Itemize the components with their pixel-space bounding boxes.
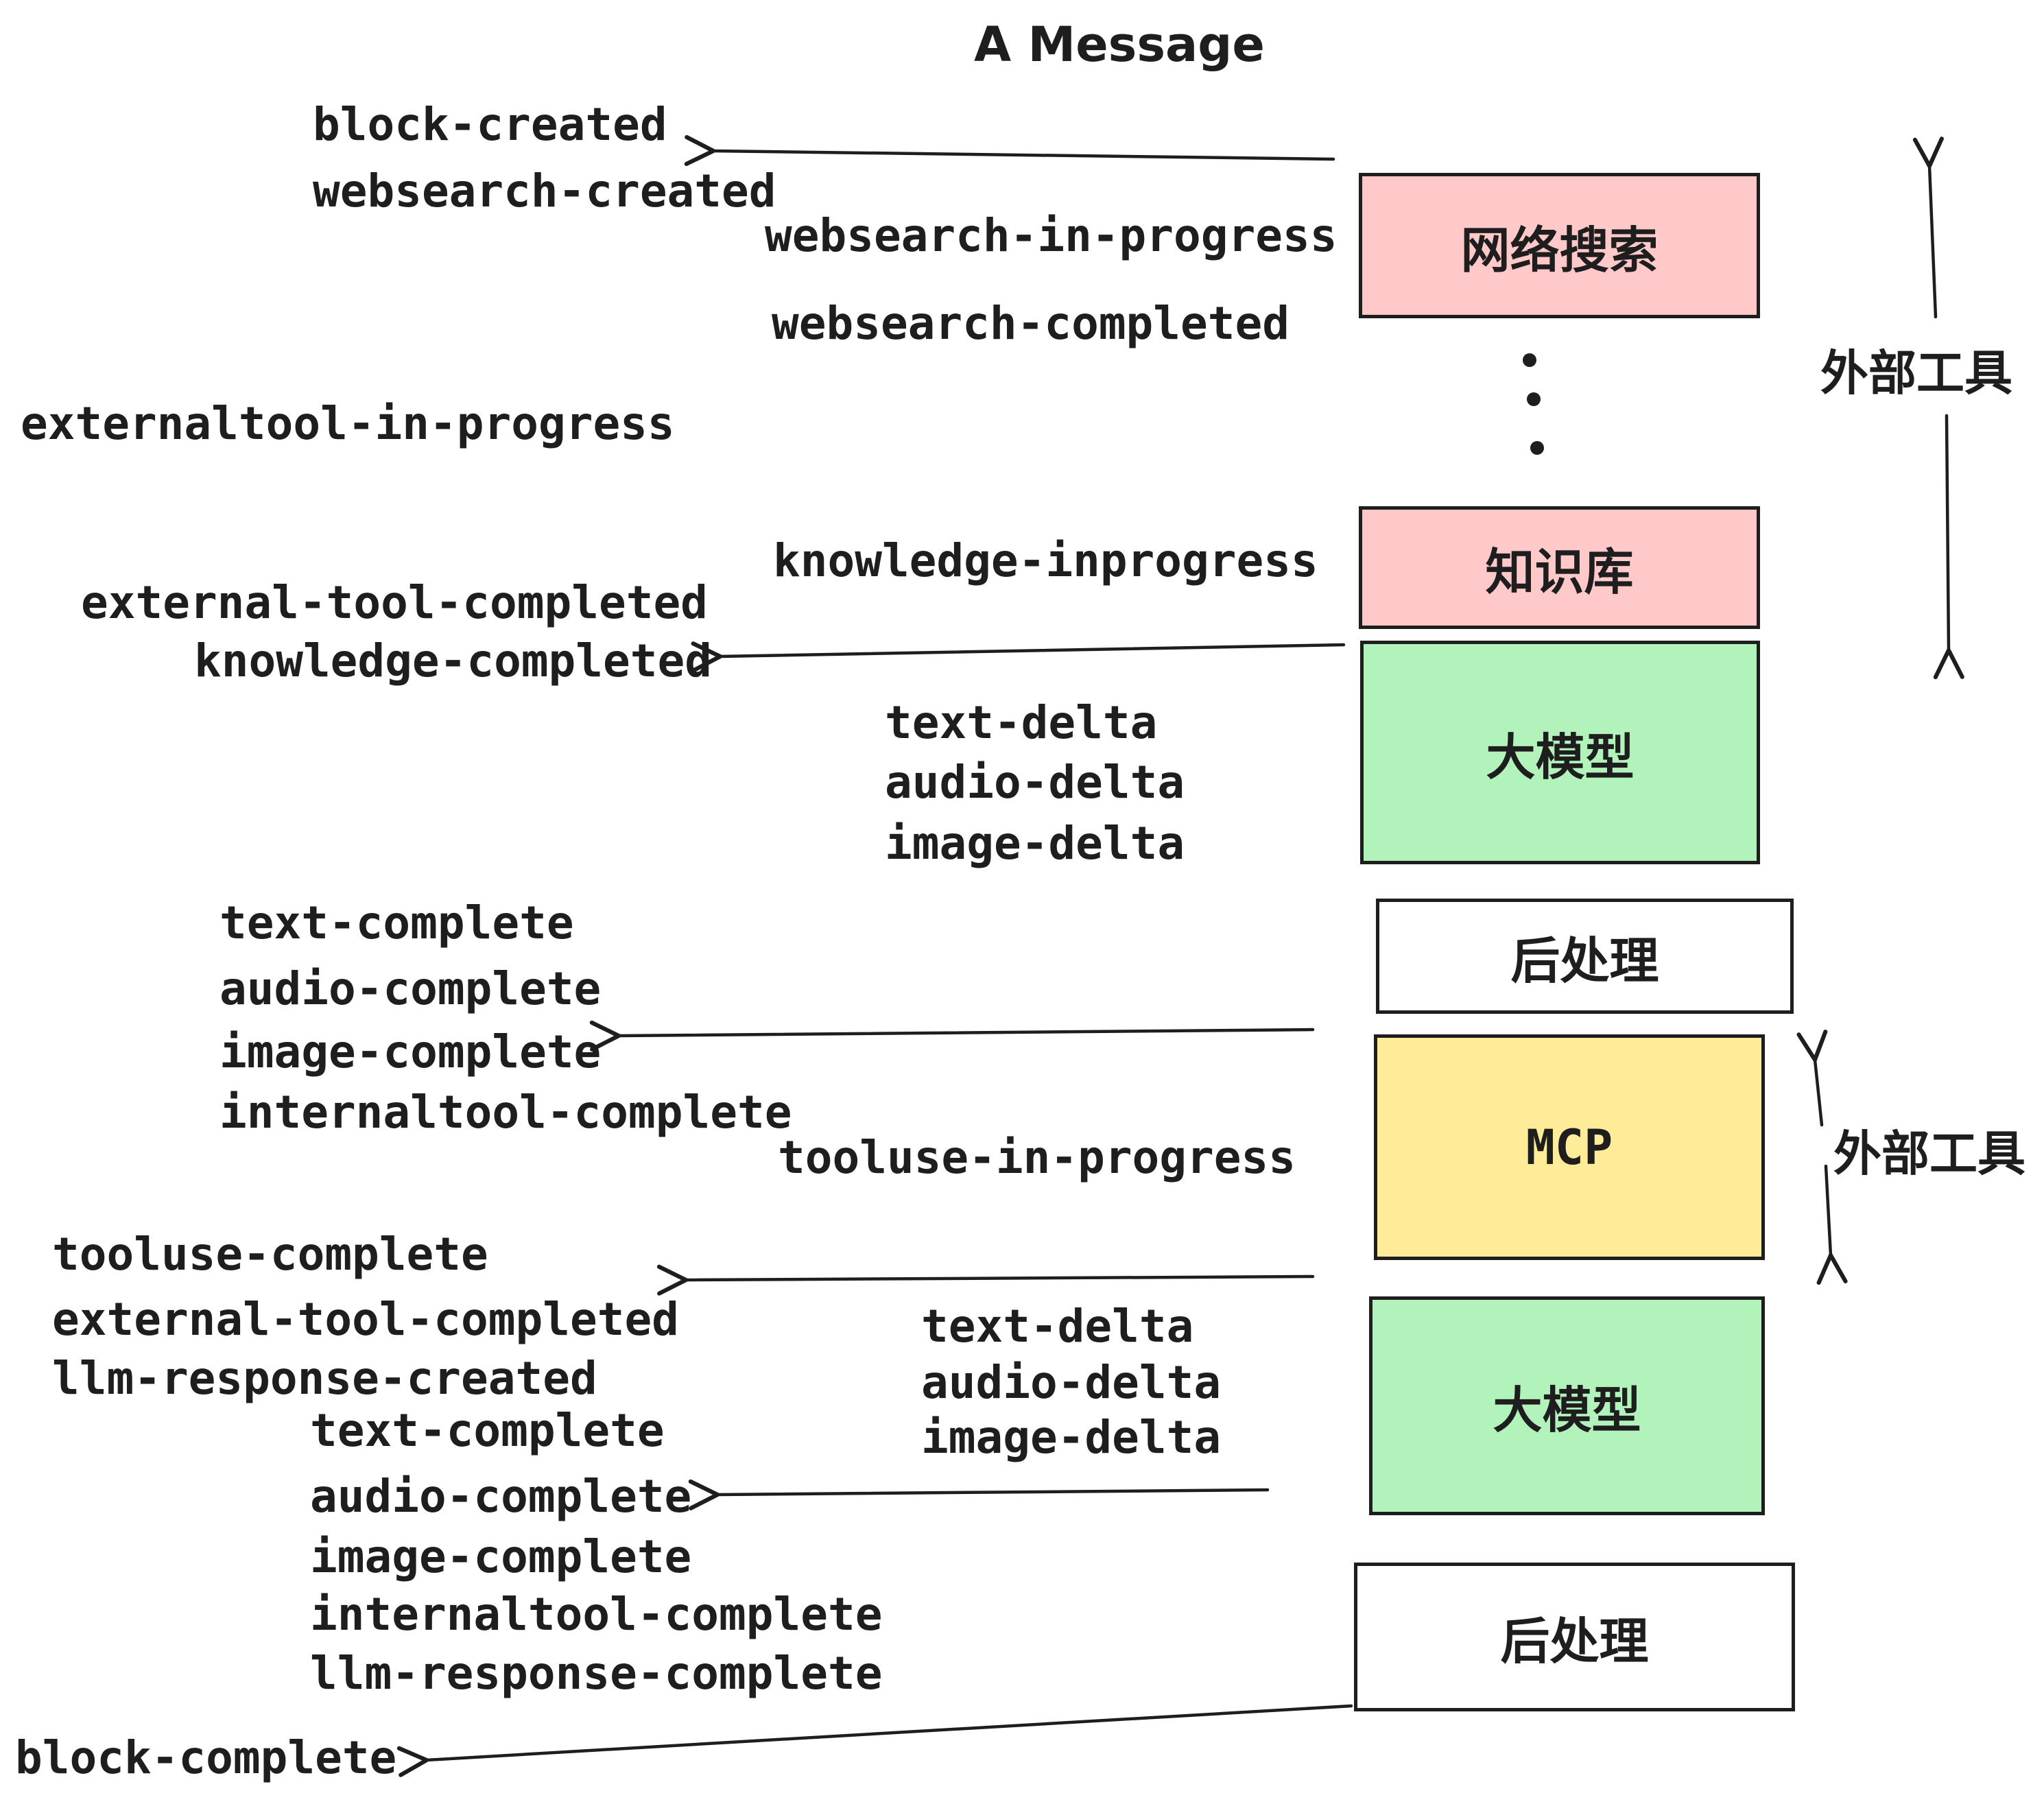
event-llm-response-created: llm-response-created	[52, 1352, 597, 1405]
box-llm-1-label: 大模型	[1486, 728, 1635, 786]
box-post-processing-1-label: 后处理	[1510, 931, 1659, 990]
arrow-external-tools-1-up	[1912, 137, 1944, 319]
event-image-delta-2: image-delta	[921, 1411, 1222, 1464]
box-mcp: MCP	[1374, 1034, 1765, 1260]
diagram-title: A Message	[974, 16, 1265, 73]
event-tooluse-in-progress: tooluse-in-progress	[778, 1131, 1296, 1184]
arrow-external-tools-2-up	[1796, 1030, 1828, 1127]
box-post-processing-1: 后处理	[1376, 899, 1794, 1014]
event-audio-complete-1: audio-complete	[219, 962, 602, 1015]
annotation-external-tools-2: 外部工具	[1833, 1126, 2025, 1182]
event-externaltool-in-progress: externaltool-in-progress	[21, 397, 675, 450]
arrow-to-knowledge-completed	[691, 641, 1346, 673]
event-llm-response-complete: llm-response-complete	[310, 1647, 883, 1700]
box-knowledge: 知识库	[1359, 506, 1760, 629]
event-internaltool-complete-2: internaltool-complete	[310, 1588, 883, 1641]
arrow-to-image-complete	[589, 1020, 1315, 1052]
event-image-complete-1: image-complete	[219, 1025, 602, 1078]
ellipsis-dots-icon	[1523, 353, 1544, 455]
arrow-to-block-created	[684, 134, 1335, 167]
box-websearch-label: 网络搜索	[1460, 221, 1659, 279]
ellipsis-dot-1	[1523, 353, 1536, 367]
arrow-to-block-complete	[396, 1704, 1353, 1777]
event-audio-delta-2: audio-delta	[921, 1356, 1222, 1409]
event-block-created: block-created	[313, 98, 667, 151]
event-external-tool-completed-1: external-tool-completed	[81, 576, 708, 629]
event-audio-complete-2: audio-complete	[310, 1470, 692, 1523]
annotation-external-tools-1: 外部工具	[1820, 345, 2012, 401]
arrow-to-tooluse-complete	[656, 1264, 1315, 1296]
event-websearch-created: websearch-created	[313, 165, 776, 217]
event-audio-delta-1: audio-delta	[885, 756, 1185, 809]
event-tooluse-complete: tooluse-complete	[52, 1228, 488, 1281]
event-text-delta-1: text-delta	[885, 696, 1158, 749]
arrow-to-audio-complete	[688, 1479, 1270, 1510]
box-llm-1: 大模型	[1360, 641, 1760, 864]
event-websearch-completed: websearch-completed	[772, 297, 1290, 350]
box-llm-2: 大模型	[1369, 1296, 1765, 1515]
arrow-external-tools-2-down	[1816, 1164, 1848, 1285]
event-text-complete-1: text-complete	[219, 897, 574, 949]
event-websearch-in-progress: websearch-in-progress	[765, 209, 1338, 262]
event-knowledge-inprogress: knowledge-inprogress	[773, 534, 1318, 587]
box-llm-2-label: 大模型	[1493, 1381, 1641, 1439]
box-post-processing-2-label: 后处理	[1500, 1613, 1649, 1670]
event-external-tool-completed-2: external-tool-completed	[52, 1293, 679, 1346]
event-knowledge-completed: knowledge-completed	[194, 634, 712, 687]
event-internaltool-complete-1: internaltool-complete	[219, 1086, 792, 1139]
box-knowledge-label: 知识库	[1485, 543, 1634, 601]
box-websearch: 网络搜索	[1359, 173, 1760, 318]
ellipsis-dot-3	[1530, 441, 1544, 455]
box-mcp-label: MCP	[1525, 1119, 1613, 1176]
box-post-processing-2: 后处理	[1354, 1563, 1795, 1711]
event-image-complete-2: image-complete	[310, 1530, 692, 1583]
ellipsis-dot-2	[1527, 392, 1541, 406]
event-image-delta-1: image-delta	[885, 817, 1185, 870]
event-block-complete: block-complete	[15, 1731, 397, 1784]
event-text-delta-2: text-delta	[921, 1300, 1194, 1353]
event-text-complete-2: text-complete	[310, 1404, 665, 1457]
arrow-external-tools-1-down	[1933, 414, 1964, 680]
